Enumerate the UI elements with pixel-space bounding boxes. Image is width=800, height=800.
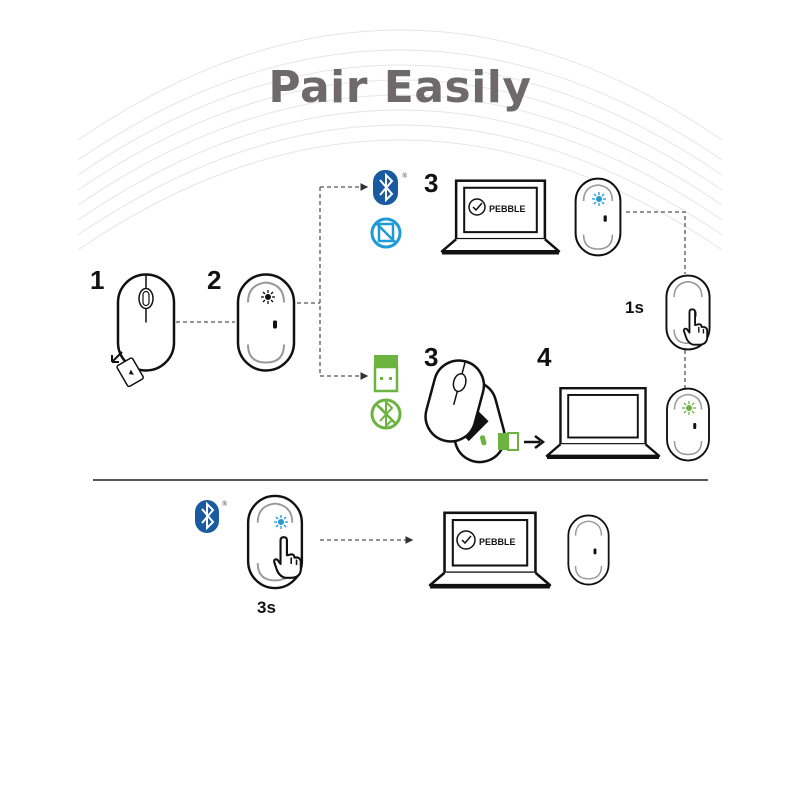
receiver-insert-arrow [498, 432, 546, 451]
hold-3s-label: 3s [257, 598, 276, 617]
connector-lines [176, 183, 686, 544]
mouse-bottom-view-paired [567, 514, 610, 586]
background-arcs [77, 29, 723, 251]
mouse-bottom-view-blue [574, 177, 622, 257]
step-3-receiver-label: 3 [424, 342, 439, 372]
step-2-label: 2 [207, 265, 222, 295]
mouse-receiver-storage [424, 359, 506, 464]
bluetooth-icon-bottom [195, 500, 219, 533]
mouse-bottom-view-power [236, 273, 296, 372]
mouse-press-3s [246, 494, 304, 590]
step-3-bluetooth-label: 3 [424, 168, 439, 198]
laptop-bluetooth: PEBBLE [440, 179, 561, 255]
no-receiver-icon [370, 217, 402, 249]
page-title: Pair Easily [268, 62, 532, 113]
screen-label: PEBBLE [489, 204, 526, 214]
laptop-receiver [545, 386, 661, 460]
no-bluetooth-icon [370, 398, 402, 430]
mouse-top-view [111, 273, 176, 388]
step-4-label: 4 [537, 342, 552, 372]
registered-mark: ® [402, 172, 408, 180]
screen-label-bottom: PEBBLE [479, 537, 516, 547]
mouse-press-1s [665, 274, 711, 351]
bluetooth-icon [373, 170, 398, 205]
hold-1s-label: 1s [625, 298, 644, 317]
step-1-label: 1 [90, 265, 105, 295]
registered-mark-bottom: ® [222, 500, 228, 508]
usb-receiver-icon [373, 355, 399, 393]
mouse-bottom-view-green [666, 387, 710, 462]
laptop-pairing: PEBBLE [428, 511, 552, 589]
